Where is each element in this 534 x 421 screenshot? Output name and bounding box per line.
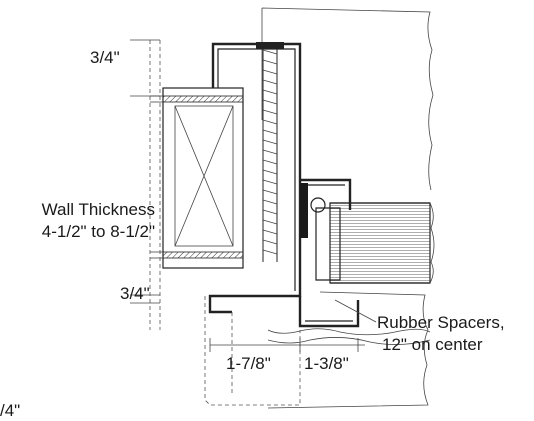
frame-depth-dimension: 1-7/8" [226,354,271,373]
wall-stud [150,87,244,269]
anchor-bolt [256,42,284,262]
wall-thickness-label: Wall Thickness [42,200,155,219]
bottom-jamb-dimension: 3/4" [120,284,150,303]
hidden-lines [149,40,301,406]
wall-outline [261,7,434,409]
steel-frame-profile [208,42,360,328]
door-stop-dimension: 1-3/8" [304,354,349,373]
cropped-fraction-label: /4" [0,401,20,420]
spacers-callout-line2: 12" on center [382,335,483,354]
door-slab [315,202,435,284]
dimension-lines [130,39,377,352]
wall-thickness-range: 4-1/2" to 8-1/2" [42,222,155,241]
top-jamb-dimension: 3/4" [90,48,120,67]
spacers-callout-line1: Rubber Spacers, [377,313,505,332]
